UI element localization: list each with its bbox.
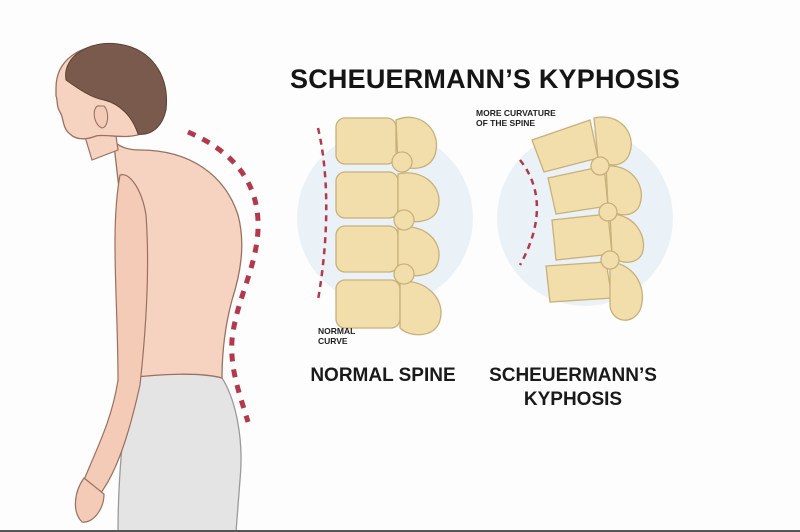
kyphosis-curve-dashes <box>518 159 539 266</box>
normal-curve-label: NORMAL CURVE <box>318 326 355 346</box>
page-title: SCHEUERMANN’S KYPHOSIS <box>290 64 680 94</box>
normal-curve-dashes <box>316 127 328 301</box>
normal-spine-caption: NORMAL SPINE <box>310 365 456 386</box>
more-curvature-line-2: OF THE SPINE <box>476 118 536 128</box>
more-curvature-label: MORE CURVATURE OF THE SPINE <box>476 108 556 128</box>
ear <box>93 105 109 129</box>
normal-curve-line-2: CURVE <box>318 336 348 346</box>
vertebrae-normal <box>335 116 442 336</box>
hair <box>65 42 168 135</box>
vertebrae-kyphotic <box>531 116 645 321</box>
more-curvature-line-1: MORE CURVATURE <box>476 108 556 118</box>
kyphosis-caption-line-2: KYPHOSIS <box>523 389 623 410</box>
normal-curve-line-1: NORMAL <box>318 326 356 336</box>
hand <box>74 477 105 523</box>
bottom-border <box>0 530 800 532</box>
kyphosis-caption: SCHEUERMANN’S KYPHOSIS <box>488 364 658 412</box>
kyphosis-caption-line-1: SCHEUERMANN’S <box>489 365 657 386</box>
